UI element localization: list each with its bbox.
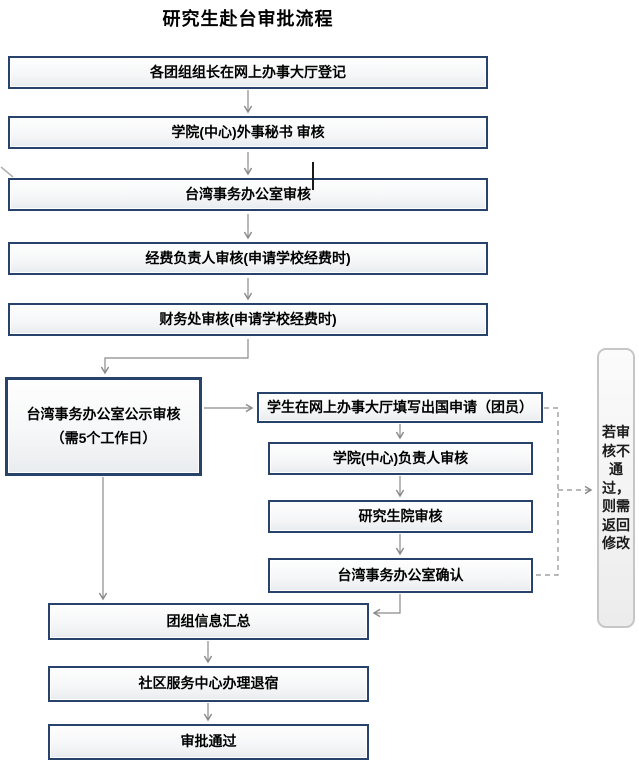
arrow-confirm-to-summary bbox=[374, 594, 401, 613]
edge-diagonal-artifact bbox=[0, 166, 14, 178]
step-finance-office-review: 财务处审核(申请学校经费时) bbox=[8, 303, 488, 336]
step-graduate-school-review: 研究生院审核 bbox=[268, 500, 533, 533]
step-taiwan-affairs-office-confirm: 台湾事务办公室确认 bbox=[268, 558, 533, 593]
reject-note-box: 若审核不通过，则需返回修改 bbox=[597, 348, 635, 628]
step-fund-manager-review: 经费负责人审核(申请学校经费时) bbox=[8, 242, 488, 275]
step-community-checkout: 社区服务中心办理退宿 bbox=[48, 666, 369, 702]
step-public-notice-review: 台湾事务办公室公示审核 （需5个工作日） bbox=[5, 377, 202, 476]
flow-title: 研究生赴台审批流程 bbox=[162, 9, 334, 29]
dashed-feedback-rail bbox=[534, 407, 559, 576]
step-approved: 审批通过 bbox=[48, 724, 369, 760]
reject-note-text: 若审核不通过，则需返回修改 bbox=[602, 424, 630, 552]
step-foreign-affairs-secretary-review: 学院(中心)外事秘书 审核 bbox=[8, 116, 488, 149]
step-group-info-summary: 团组信息汇总 bbox=[48, 603, 369, 640]
step-college-head-review: 学院(中心)负责人审核 bbox=[268, 442, 533, 475]
arrow-main5-to-public-review bbox=[105, 339, 249, 373]
step-group-leader-register: 各团组组长在网上办事大厅登记 bbox=[8, 56, 488, 89]
public-notice-review-line1: 台湾事务办公室公示审核 bbox=[26, 405, 181, 422]
step-taiwan-affairs-office-review: 台湾事务办公室审核 bbox=[8, 178, 488, 211]
step-student-online-application: 学生在网上办事大厅填写出国申请（团员） bbox=[257, 392, 543, 423]
public-notice-review-line2: （需5个工作日） bbox=[50, 429, 157, 446]
